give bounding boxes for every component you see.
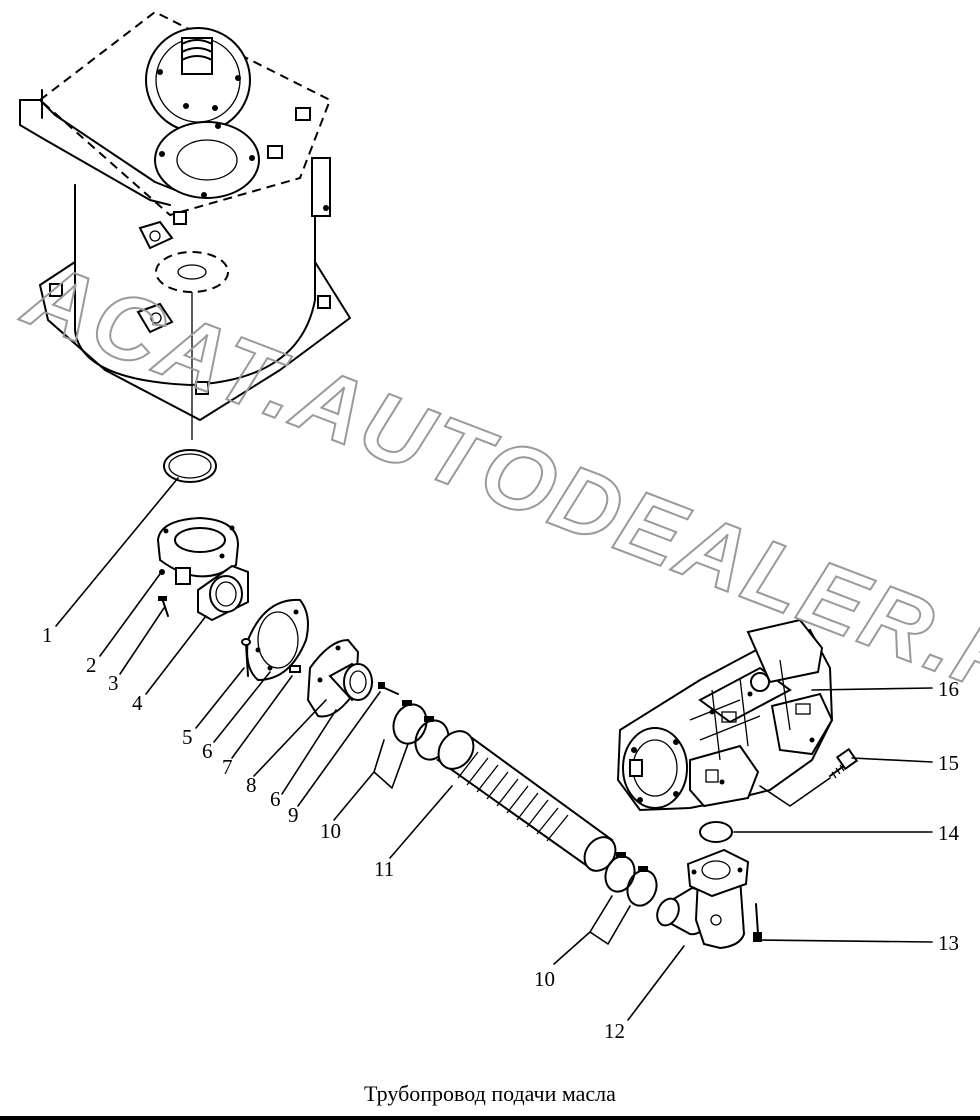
diagram-caption: Трубопровод подачи масла bbox=[364, 1081, 616, 1106]
callout-2: 2 bbox=[86, 653, 97, 677]
watermark-text: ACAT.AUTODEALER.RU bbox=[11, 243, 980, 746]
callout-9: 9 bbox=[288, 803, 299, 827]
callout-10: 10 bbox=[320, 819, 341, 843]
callout-13: 13 bbox=[938, 931, 959, 955]
callout-3: 3 bbox=[108, 671, 119, 695]
callout-12: 12 bbox=[604, 1019, 625, 1043]
o-ring-14 bbox=[699, 821, 733, 843]
hydraulic-tank bbox=[19, 10, 351, 440]
suction-elbow bbox=[156, 516, 249, 622]
bottom-border bbox=[0, 1116, 980, 1120]
callout-6: 6 bbox=[202, 739, 213, 763]
callout-15: 15 bbox=[938, 751, 959, 775]
corrugated-hose bbox=[436, 730, 617, 872]
leader-lines bbox=[55, 477, 933, 1021]
callout-1: 1 bbox=[42, 623, 53, 647]
flange-gasket bbox=[241, 598, 309, 682]
callout-10b: 10 bbox=[534, 967, 555, 991]
adapter-flange bbox=[306, 638, 399, 718]
bolt-13 bbox=[753, 903, 762, 942]
callout-6b: 6 bbox=[270, 787, 281, 811]
callout-7: 7 bbox=[222, 755, 233, 779]
callout-11: 11 bbox=[374, 857, 394, 881]
callout-numbers: 1 2 3 4 5 6 7 8 6 9 10 11 10 12 13 14 15… bbox=[42, 623, 960, 1043]
callout-16: 16 bbox=[938, 677, 959, 701]
pump-inlet-elbow bbox=[656, 848, 750, 950]
callout-14: 14 bbox=[938, 821, 960, 845]
callout-4: 4 bbox=[132, 691, 143, 715]
callout-8: 8 bbox=[246, 773, 257, 797]
bolt-15 bbox=[829, 747, 859, 779]
hose-clamps-lower bbox=[604, 852, 658, 907]
hydraulic-pump bbox=[616, 618, 834, 812]
callout-5: 5 bbox=[182, 725, 193, 749]
o-ring bbox=[163, 449, 217, 483]
